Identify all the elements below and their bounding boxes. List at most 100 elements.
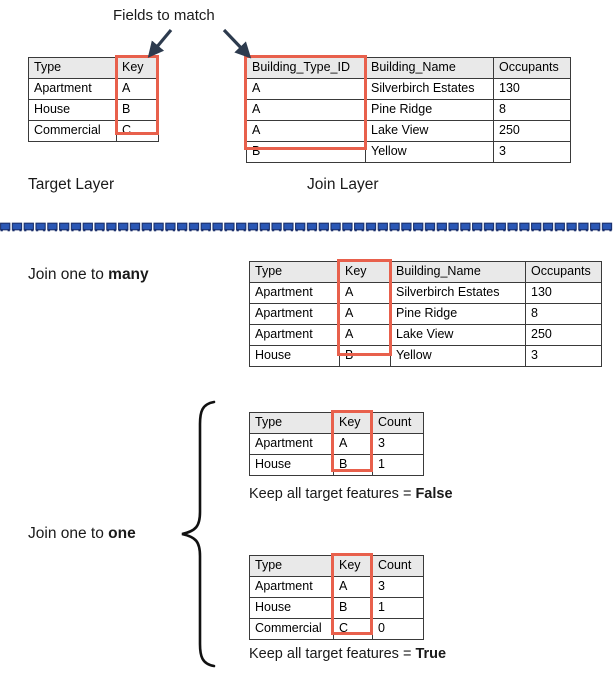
keep-all-false-label: Keep all target features = False	[249, 485, 453, 503]
cell-key: B	[116, 99, 159, 121]
column-header-key: Key	[333, 412, 373, 434]
cell-key: A	[333, 433, 373, 455]
cell-count: 1	[372, 597, 424, 619]
cell-building-name: Lake View	[390, 324, 526, 346]
cell-building-type-id: A	[246, 99, 366, 121]
table-row: House B Yellow 3	[249, 345, 602, 367]
column-header-type: Type	[249, 412, 334, 434]
column-header-occupants: Occupants	[493, 57, 571, 79]
keep-all-false-value: False	[415, 486, 453, 502]
cell-count: 3	[372, 433, 424, 455]
table-row: A Silverbirch Estates 130	[246, 78, 571, 100]
table-row: House B 1	[249, 454, 424, 476]
table-row: House B	[28, 99, 159, 121]
cell-count: 0	[372, 618, 424, 640]
cell-occupants: 130	[525, 282, 602, 304]
table-header-row: Type Key Building_Name Occupants	[249, 261, 602, 283]
table-row: Apartment A Pine Ridge 8	[249, 303, 602, 325]
cell-key: A	[333, 576, 373, 598]
join-one-to-many-caption-emph: many	[108, 266, 149, 283]
cell-building-name: Pine Ridge	[365, 99, 494, 121]
cell-building-type-id: A	[246, 120, 366, 142]
column-header-key: Key	[333, 555, 373, 577]
table-row: Apartment A 3	[249, 576, 424, 598]
cell-key: C	[333, 618, 373, 640]
cell-occupants: 8	[493, 99, 571, 121]
table-header-row: Building_Type_ID Building_Name Occupants	[246, 57, 571, 79]
join-one-to-one-caption-emph: one	[108, 525, 136, 542]
cell-key: B	[333, 597, 373, 619]
join-layer-table: Building_Type_ID Building_Name Occupants…	[246, 57, 571, 163]
cell-key: C	[116, 120, 159, 142]
cell-building-name: Silverbirch Estates	[365, 78, 494, 100]
table-row: Apartment A 3	[249, 433, 424, 455]
column-header-building-name: Building_Name	[365, 57, 494, 79]
one-to-one-false-table: Type Key Count Apartment A 3 House B 1	[249, 412, 424, 476]
table-row: House B 1	[249, 597, 424, 619]
column-header-count: Count	[372, 555, 424, 577]
cell-building-name: Pine Ridge	[390, 303, 526, 325]
fields-to-match-title: Fields to match	[113, 7, 215, 24]
cell-occupants: 130	[493, 78, 571, 100]
cell-building-type-id: A	[246, 78, 366, 100]
cell-type: Apartment	[249, 324, 340, 346]
keep-all-true-value: True	[415, 646, 447, 662]
cell-occupants: 8	[525, 303, 602, 325]
table-row: A Lake View 250	[246, 120, 571, 142]
cell-type: Apartment	[28, 78, 117, 100]
one-to-many-result-table: Type Key Building_Name Occupants Apartme…	[249, 261, 602, 367]
join-one-to-many-caption-text: Join one to	[28, 266, 109, 283]
cell-type: Apartment	[249, 576, 334, 598]
cell-building-name: Yellow	[365, 141, 494, 163]
column-header-type: Type	[28, 57, 117, 79]
table-header-row: Type Key Count	[249, 555, 424, 577]
cell-count: 1	[372, 454, 424, 476]
column-header-type: Type	[249, 261, 340, 283]
table-header-row: Type Key Count	[249, 412, 424, 434]
cell-building-name: Lake View	[365, 120, 494, 142]
cell-type: Apartment	[249, 282, 340, 304]
join-one-to-many-caption: Join one to many	[28, 266, 149, 284]
cell-type: Commercial	[28, 120, 117, 142]
keep-all-true-label: Keep all target features = True	[249, 645, 446, 663]
cell-occupants: 3	[525, 345, 602, 367]
cell-type: Commercial	[249, 618, 334, 640]
table-row: A Pine Ridge 8	[246, 99, 571, 121]
cell-key: B	[333, 454, 373, 476]
join-one-to-one-caption: Join one to one	[28, 525, 136, 543]
cell-key: A	[339, 282, 391, 304]
cell-occupants: 3	[493, 141, 571, 163]
column-header-key: Key	[339, 261, 391, 283]
cell-building-type-id: B	[246, 141, 366, 163]
cell-type: House	[249, 597, 334, 619]
join-one-to-one-caption-text: Join one to	[28, 525, 109, 542]
table-row: B Yellow 3	[246, 141, 571, 163]
target-layer-table: Type Key Apartment A House B Commercial …	[28, 57, 159, 142]
cell-building-name: Yellow	[390, 345, 526, 367]
cell-type: Apartment	[249, 433, 334, 455]
cell-key: B	[339, 345, 391, 367]
table-header-row: Type Key	[28, 57, 159, 79]
section-divider	[0, 219, 613, 232]
cell-building-name: Silverbirch Estates	[390, 282, 526, 304]
cell-type: House	[249, 454, 334, 476]
keep-all-true-text: Keep all target features =	[249, 646, 416, 662]
table-row: Commercial C	[28, 120, 159, 142]
column-header-occupants: Occupants	[525, 261, 602, 283]
arrow-to-target-key	[147, 28, 173, 58]
target-layer-caption: Target Layer	[28, 176, 115, 193]
cell-type: House	[28, 99, 117, 121]
table-row: Commercial C 0	[249, 618, 424, 640]
cell-occupants: 250	[493, 120, 571, 142]
column-header-key: Key	[116, 57, 159, 79]
table-row: Apartment A Lake View 250	[249, 324, 602, 346]
cell-type: House	[249, 345, 340, 367]
cell-key: A	[339, 303, 391, 325]
join-layer-caption: Join Layer	[307, 176, 379, 193]
cell-count: 3	[372, 576, 424, 598]
one-to-one-true-table: Type Key Count Apartment A 3 House B 1 C…	[249, 555, 424, 640]
arrow-to-join-key	[222, 28, 252, 59]
keep-all-false-text: Keep all target features =	[249, 486, 416, 502]
cell-key: A	[339, 324, 391, 346]
